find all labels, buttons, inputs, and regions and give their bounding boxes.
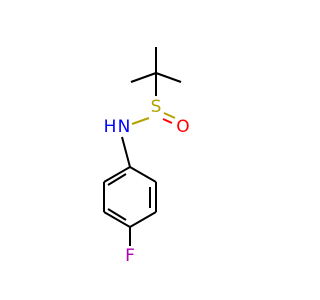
bond-quaternary-carbon-to-methyl-right [155,72,182,83]
oxygen-atom-label: O [176,117,189,137]
ring-bond-bottom-to-lower-left [103,211,131,228]
bond-sulfur-to-nitrogen [131,117,150,125]
ring-bond-lower-right-to-bottom [129,211,157,228]
bond-nitrogen-to-ring-carbon [121,136,131,168]
fluorine-atom-label: F [125,246,135,266]
sulfur-atom-label: S [151,97,162,117]
ring-inner-double-bond-left-top [107,173,127,186]
ring-inner-double-bond-left-bottom [107,208,127,221]
bond-quaternary-carbon-to-methyl-left [130,72,157,83]
ring-bond-upper-left-to-top [103,166,131,183]
chemical-structure-diagram: S O H N F [103,47,190,266]
bond-sulfur-to-oxygen-lower [162,118,173,124]
bond-sulfur-to-oxygen-upper [163,112,176,119]
nitrogen-atom-label: N [118,117,131,137]
hydrogen-atom-label: H [104,117,117,137]
ring-bond-top-to-upper-right [129,166,157,183]
